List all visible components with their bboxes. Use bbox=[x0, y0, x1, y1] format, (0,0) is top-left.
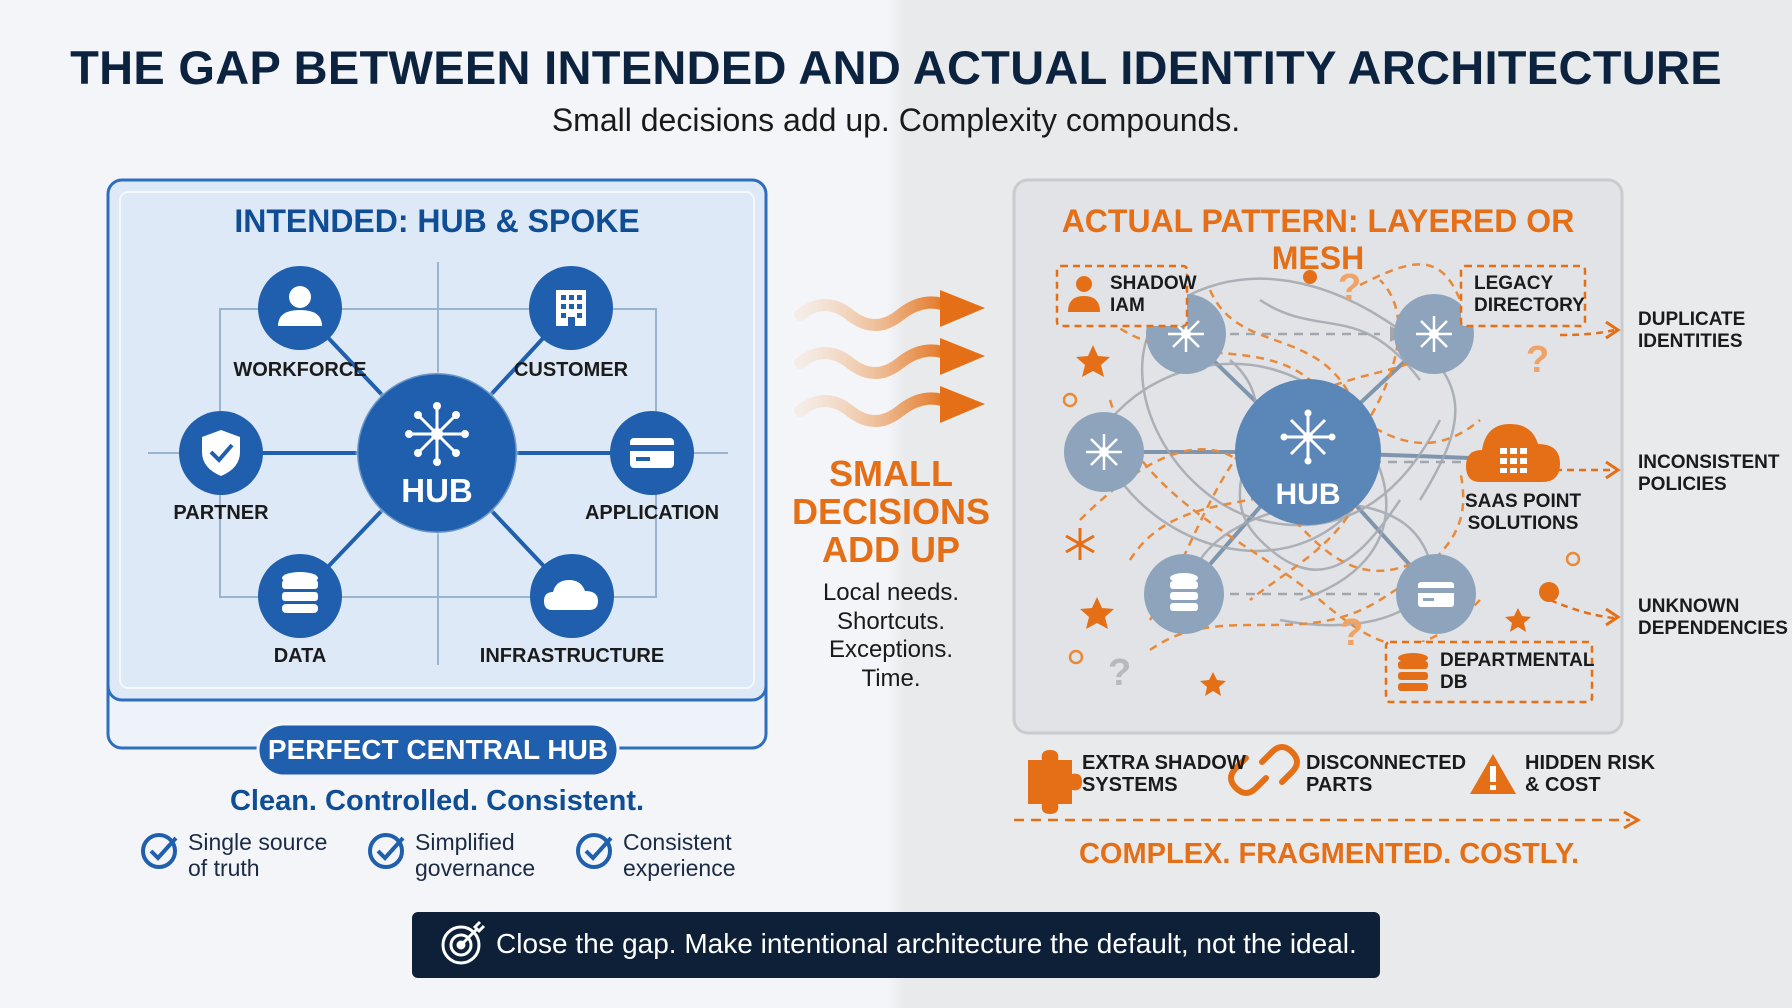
actual-hub-label: HUB bbox=[1275, 478, 1341, 511]
database-icon bbox=[1170, 573, 1198, 611]
asterisk-icon bbox=[1065, 528, 1095, 560]
check-circle-icon bbox=[141, 833, 178, 869]
intended-tagline: Clean. Controlled. Consistent. bbox=[229, 785, 645, 817]
workforce-label: WORKFORCE bbox=[233, 359, 367, 381]
intended-hub-label: HUB bbox=[401, 472, 473, 509]
svg-text:?: ? bbox=[1526, 339, 1549, 381]
causes-list: Local needs. Shortcuts. Exceptions. Time… bbox=[822, 579, 960, 692]
infrastructure-label: INFRASTRUCTURE bbox=[479, 645, 665, 667]
star-icon bbox=[1505, 608, 1531, 632]
star-icon bbox=[1200, 672, 1226, 696]
actual-verdict: COMPLEX. FRAGMENTED. COSTLY. bbox=[1078, 838, 1580, 870]
customer-label: CUSTOMER bbox=[513, 359, 629, 381]
partner-node bbox=[179, 411, 263, 495]
page-title: THE GAP BETWEEN INTENDED AND ACTUAL IDEN… bbox=[70, 41, 1722, 94]
intended-hub bbox=[355, 371, 519, 535]
target-icon bbox=[441, 920, 486, 965]
perfect-hub-banner: PERFECT CENTRAL HUB bbox=[267, 734, 609, 765]
building-icon bbox=[556, 290, 586, 326]
intended-heading: INTENDED: HUB & SPOKE bbox=[234, 203, 640, 239]
card-icon bbox=[1418, 582, 1454, 607]
star-icon bbox=[1080, 597, 1114, 629]
svg-text:?: ? bbox=[1338, 267, 1361, 309]
footer-message: Close the gap. Make intentional architec… bbox=[496, 928, 1357, 959]
data-label: DATA bbox=[273, 645, 327, 667]
application-label: APPLICATION bbox=[584, 502, 720, 524]
broken-link-icon bbox=[1228, 744, 1300, 796]
check-circle-icon bbox=[576, 833, 613, 869]
wavy-arrows-icon bbox=[794, 290, 985, 427]
saas-cloud-icon bbox=[1466, 424, 1560, 482]
star-icon bbox=[1076, 345, 1110, 377]
infrastructure-node bbox=[530, 554, 614, 638]
database-icon bbox=[1398, 653, 1428, 691]
application-node bbox=[610, 411, 694, 495]
data-node bbox=[258, 554, 342, 638]
workforce-node bbox=[258, 266, 342, 350]
satellite-node bbox=[1396, 554, 1476, 634]
partner-label: PARTNER bbox=[173, 502, 269, 524]
user-icon bbox=[1068, 276, 1100, 312]
departmental-db-box bbox=[1384, 640, 1594, 704]
svg-text:?: ? bbox=[1340, 612, 1363, 654]
perfect-hub-banner-shape bbox=[256, 722, 620, 778]
database-icon bbox=[282, 572, 318, 613]
actual-heading: ACTUAL PATTERN: LAYERED OR MESH bbox=[1061, 203, 1575, 276]
small-decisions-heading: SMALL DECISIONS ADD UP bbox=[791, 453, 991, 570]
warning-icon bbox=[1470, 754, 1516, 794]
satellite-node bbox=[1394, 294, 1474, 374]
cloud-icon bbox=[544, 580, 598, 610]
satellite-node bbox=[1064, 412, 1144, 492]
user-icon bbox=[278, 286, 322, 326]
legacy-directory-box bbox=[1459, 264, 1587, 328]
shield-check-icon bbox=[202, 430, 240, 476]
satellite-node bbox=[1144, 554, 1224, 634]
check-circle-icon bbox=[368, 833, 405, 869]
puzzle-icon bbox=[1028, 750, 1082, 814]
issue-hidden-risk-cost: HIDDEN RISK& COST bbox=[1525, 752, 1656, 796]
svg-text:?: ? bbox=[1108, 652, 1131, 694]
actual-hub bbox=[1235, 379, 1381, 525]
question-mark-icon: ? ? ? ? bbox=[1108, 267, 1549, 694]
footer-bar-shape bbox=[412, 912, 1380, 978]
card-icon bbox=[630, 438, 674, 468]
page-subtitle: Small decisions add up. Complexity compo… bbox=[551, 102, 1241, 138]
customer-node bbox=[529, 266, 613, 350]
